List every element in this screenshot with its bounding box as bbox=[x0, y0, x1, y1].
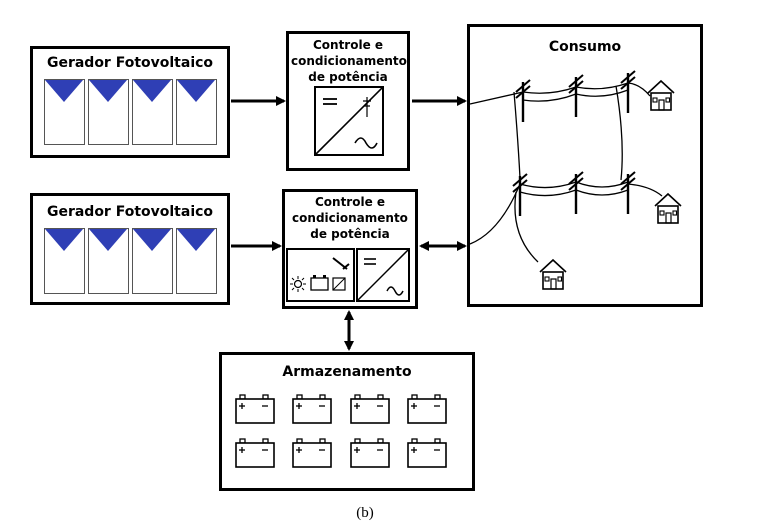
battery-icon bbox=[407, 438, 447, 468]
storage-title: Armazenamento bbox=[282, 364, 412, 380]
pv-generator-top: Gerador Fotovoltaico bbox=[30, 46, 230, 158]
battery-icon bbox=[292, 438, 332, 468]
power-control-top-title: Controle e condicionamento de potência bbox=[291, 38, 407, 84]
consumption-box: Consumo bbox=[467, 24, 703, 307]
charge-controller-icon bbox=[286, 248, 355, 302]
power-line bbox=[575, 189, 629, 196]
power-line bbox=[519, 181, 577, 189]
solar-panel bbox=[176, 228, 217, 294]
power-line bbox=[519, 189, 577, 197]
power-line bbox=[513, 91, 521, 179]
solar-panel bbox=[88, 228, 129, 294]
solar-panel bbox=[44, 79, 85, 145]
battery-icon bbox=[235, 438, 275, 468]
power-line bbox=[627, 183, 663, 197]
power-line bbox=[575, 89, 629, 97]
solar-panel bbox=[176, 79, 217, 145]
power-line bbox=[575, 82, 629, 90]
figure-caption: (b) bbox=[356, 505, 374, 521]
utility-pole-icon bbox=[619, 170, 637, 216]
consumption-title: Consumo bbox=[548, 39, 622, 55]
house-icon bbox=[539, 259, 567, 290]
pv-generator-bottom: Gerador Fotovoltaico bbox=[30, 193, 230, 305]
pv-generator-top-title: Gerador Fotovoltaico bbox=[46, 55, 214, 71]
power-line bbox=[627, 82, 651, 97]
house-icon bbox=[647, 80, 675, 111]
power-line bbox=[522, 86, 577, 94]
dc-ac-converter-icon bbox=[314, 86, 384, 156]
power-line bbox=[575, 181, 629, 188]
solar-panel bbox=[44, 228, 85, 294]
power-line bbox=[469, 91, 524, 105]
battery-icon bbox=[350, 394, 390, 424]
pv-generator-bottom-title: Gerador Fotovoltaico bbox=[46, 204, 214, 220]
battery-icon bbox=[350, 438, 390, 468]
battery-icon bbox=[407, 394, 447, 424]
power-line bbox=[615, 85, 623, 181]
battery-icon bbox=[235, 394, 275, 424]
utility-pole-icon bbox=[567, 170, 585, 216]
solar-panel bbox=[88, 79, 129, 145]
solar-panel bbox=[132, 79, 173, 145]
sun-icon bbox=[290, 276, 306, 292]
power-line bbox=[469, 183, 521, 245]
battery-icon bbox=[292, 394, 332, 424]
power-line bbox=[522, 93, 577, 102]
dc-ac-converter-icon bbox=[356, 248, 410, 302]
power-line bbox=[514, 191, 539, 263]
power-control-bottom-title: Controle e condicionamento de potência bbox=[292, 195, 408, 241]
house-icon bbox=[654, 193, 682, 224]
battery-icon bbox=[310, 275, 329, 291]
solar-panel bbox=[132, 228, 173, 294]
